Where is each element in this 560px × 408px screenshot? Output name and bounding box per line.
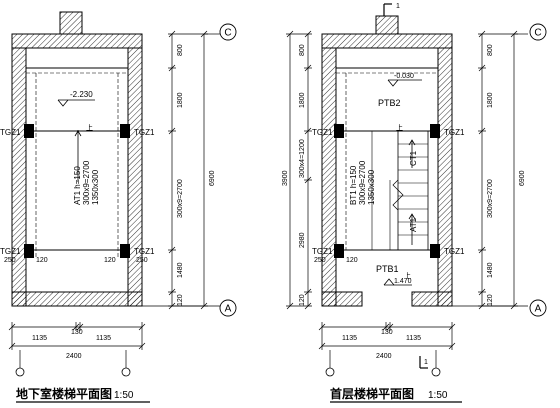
- right-up-label-2: 上: [404, 271, 411, 280]
- left-dimension-chain-bottom: [8, 322, 146, 350]
- right-stair-run: [397, 130, 429, 251]
- right-dim-total: 6900: [519, 170, 526, 186]
- left-wall-bottom: [11, 291, 143, 307]
- right-stair-label-ct1: CT1: [409, 150, 418, 166]
- left-elevation-text: -2.230: [70, 90, 93, 99]
- right-wall-bottom-left: [321, 291, 363, 307]
- right-dim-left-2: 1800: [299, 92, 306, 108]
- right-column-br: [430, 244, 440, 258]
- left-dim-right-4: 1480: [177, 262, 184, 278]
- left-dim-bottom-1: 1135: [32, 335, 47, 342]
- left-column-br: [120, 244, 130, 258]
- right-column-label-bl: TGZ1: [312, 247, 333, 256]
- left-column-tl: [24, 124, 34, 138]
- left-stair-plan: TGZ1 TGZ1 TGZ1 TGZ1 -2.230 上 AT1 h=150 3…: [0, 11, 237, 403]
- left-column-label-tl: TGZ1: [0, 128, 21, 137]
- left-dim-right-3: 300x9=2700: [177, 179, 184, 218]
- right-elevation-top: -0.030: [394, 73, 414, 80]
- left-elevation-mark: -2.230: [57, 90, 95, 107]
- right-section-mark-top: 1: [396, 3, 400, 10]
- right-column-tr: [430, 124, 440, 138]
- left-dim-bottom-total: 2400: [66, 353, 82, 360]
- right-dim-bottom-total: 2400: [376, 353, 392, 360]
- right-wall-bottom-right: [411, 291, 453, 307]
- right-column-tl: [334, 124, 344, 138]
- left-column-label-bl: TGZ1: [0, 247, 21, 256]
- left-plan-title: 地下室楼梯平面图: [16, 386, 112, 401]
- left-stair-note-2: 300x9=2700: [82, 160, 91, 205]
- left-wall-right: [127, 47, 143, 307]
- right-up-label-1: 上: [396, 123, 403, 132]
- right-dim-right-3: 300x9=2700: [487, 179, 494, 218]
- left-side-dim-4: 250: [136, 257, 148, 264]
- right-platform-ptb1: PTB1: [376, 264, 399, 274]
- right-dim-right-1: 800: [487, 44, 494, 56]
- left-dim-bottom-2: 130: [71, 329, 83, 336]
- right-stair-note-3: 1350x300: [367, 169, 376, 205]
- left-side-dim-3: 120: [104, 257, 116, 264]
- right-axis-bubble-bottom: [529, 299, 547, 317]
- right-column-label-br: TGZ1: [444, 247, 465, 256]
- right-stair-plan: 1 1: [282, 3, 547, 403]
- right-dim-left-1: 800: [299, 44, 306, 56]
- left-axis-bubble-bottom: [219, 299, 237, 317]
- left-dim-right-2: 1800: [177, 92, 184, 108]
- right-dim-bottom-1: 1135: [342, 335, 357, 342]
- left-column-label-br: TGZ1: [134, 247, 155, 256]
- left-dim-bottom-3: 1135: [96, 335, 111, 342]
- left-dim-right-5: 120: [177, 294, 184, 306]
- left-stair-note-1: AT1 h=150: [73, 166, 82, 205]
- right-side-dim-1: 250: [314, 257, 326, 264]
- left-side-dim-2: 120: [36, 257, 48, 264]
- right-axis-bottom-label: A: [535, 304, 542, 315]
- right-dim-bottom-2: 130: [381, 329, 393, 336]
- right-dimension-chain-right: [478, 30, 518, 310]
- left-axis-bottom-label: A: [225, 304, 232, 315]
- right-wall-right: [437, 47, 453, 307]
- right-dim-bottom-3: 1135: [406, 335, 421, 342]
- right-dim-left-4: 2980: [299, 232, 306, 248]
- right-stair-note-2: 300x9=2700: [358, 160, 367, 205]
- right-dimension-chain-bottom: [318, 322, 456, 350]
- left-up-label: 上: [86, 123, 93, 132]
- left-axis-top-label: C: [224, 28, 231, 39]
- right-dim-left-total: 3900: [282, 170, 289, 186]
- right-stair-note-1: BT1 h=150: [349, 165, 358, 205]
- right-wall-top-stub: [375, 15, 399, 35]
- right-platform-ptb2: PTB2: [378, 98, 401, 108]
- right-dim-left-3: 300x4=1200: [299, 139, 306, 178]
- left-stair-note-3: 1350x300: [91, 169, 100, 205]
- right-column-label-tr: TGZ1: [444, 128, 465, 137]
- right-elevation-bottom: 1.470: [394, 278, 412, 285]
- right-dim-right-4: 1480: [487, 262, 494, 278]
- right-axis-top-label: C: [534, 28, 541, 39]
- right-axis-bubble-top: [529, 23, 547, 41]
- left-dim-right-1: 800: [177, 44, 184, 56]
- left-wall-left: [11, 47, 27, 307]
- right-column-bl: [334, 244, 344, 258]
- left-axis-bubble-top: [219, 23, 237, 41]
- right-stair-label-at1: AT1: [409, 217, 418, 232]
- right-dim-left-5: 120: [299, 294, 306, 306]
- left-dim-total: 6900: [209, 170, 216, 186]
- right-wall-left: [321, 47, 337, 307]
- left-side-dim-1: 250: [4, 257, 16, 264]
- right-section-mark-bottom: 1: [424, 359, 428, 366]
- left-wall-top-stub: [59, 11, 83, 35]
- right-dimension-chain-left: [286, 30, 312, 310]
- right-dim-right-2: 1800: [487, 92, 494, 108]
- right-wall-top: [321, 33, 453, 49]
- right-side-dim-2: 120: [346, 257, 358, 264]
- right-dim-right-5: 120: [487, 294, 494, 306]
- right-column-label-tl: TGZ1: [312, 128, 333, 137]
- left-plan-scale: 1:50: [114, 390, 134, 401]
- left-wall-top: [11, 33, 143, 49]
- right-plan-title: 首层楼梯平面图: [330, 386, 414, 401]
- left-column-bl: [24, 244, 34, 258]
- left-column-label-tr: TGZ1: [134, 128, 155, 137]
- left-column-tr: [120, 124, 130, 138]
- left-dimension-chain-right: [168, 30, 208, 310]
- right-plan-scale: 1:50: [428, 390, 448, 401]
